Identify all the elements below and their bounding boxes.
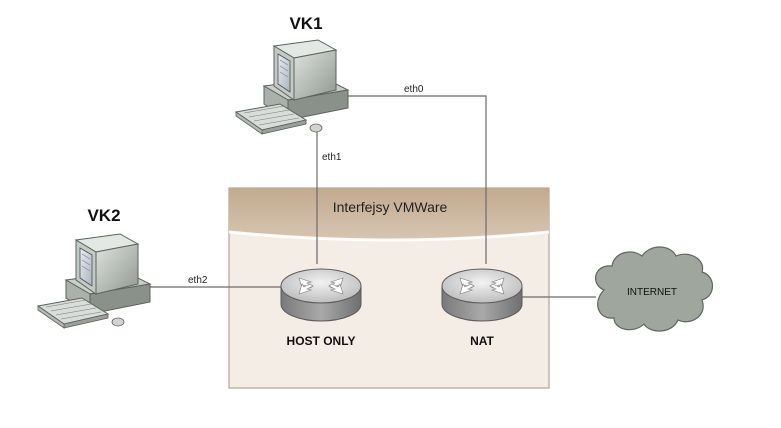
host-only-router: HOST ONLY <box>280 268 362 348</box>
host-only-label: HOST ONLY <box>287 334 356 348</box>
eth1-label: eth1 <box>322 152 342 163</box>
connections <box>150 95 596 298</box>
nat-label: NAT <box>470 334 494 348</box>
internet-label: INTERNET <box>627 287 677 298</box>
internet-cloud: INTERNET <box>595 246 714 332</box>
nat-router: NAT <box>441 268 523 348</box>
router-icon <box>441 268 523 322</box>
vk1-computer: VK1 <box>235 14 349 135</box>
computer-icon <box>37 233 151 329</box>
vmware-box-title: Interfejsy VMWare <box>333 199 448 215</box>
eth0-label: eth0 <box>404 84 424 95</box>
computer-icon <box>235 39 349 135</box>
eth2-label: eth2 <box>188 275 208 286</box>
vk1-label: VK1 <box>289 14 322 33</box>
vk2-label: VK2 <box>87 206 120 225</box>
link-vk1-eth0-nat <box>345 95 487 264</box>
vk2-computer: VK2 <box>37 206 151 329</box>
router-icon <box>280 268 362 322</box>
cloud-icon <box>595 246 714 332</box>
